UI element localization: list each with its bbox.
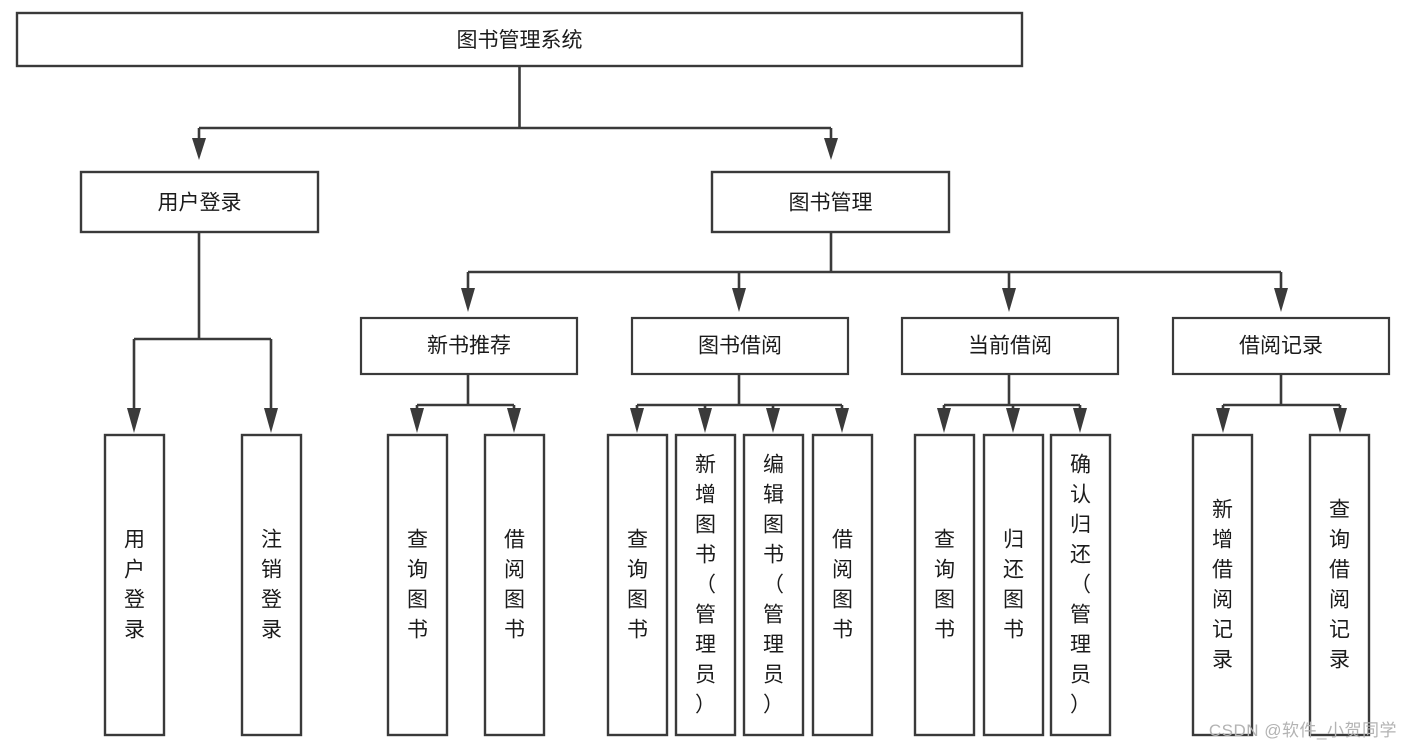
node-leaf-borrow-book-2[interactable]: 借阅图书 (811, 433, 874, 737)
node-leaf-query-book-3-box[interactable] (913, 433, 976, 737)
node-current-borrow[interactable]: 当前借阅 (900, 316, 1120, 376)
node-book-manage-box[interactable] (710, 170, 951, 234)
node-leaf-query-book-2-label: 查询图书 (627, 529, 648, 642)
node-leaf-user-login-label: 用户登录 (124, 529, 145, 642)
node-leaf-add-book-label: 新增图书（管理员） (695, 454, 716, 717)
arrowhead-leaf-query-record (1333, 408, 1347, 433)
node-borrow-record-box[interactable] (1171, 316, 1391, 376)
node-leaf-user-login-box[interactable] (103, 433, 166, 737)
node-borrow-record[interactable]: 借阅记录 (1171, 316, 1391, 376)
node-leaf-query-record[interactable]: 查询借阅记录 (1308, 433, 1371, 737)
node-leaf-add-book[interactable]: 新增图书（管理员） (674, 433, 737, 737)
node-leaf-query-book-3-label: 查询图书 (934, 529, 955, 642)
arrowhead-leaf-user-login (127, 408, 141, 433)
node-leaf-edit-book-label: 编辑图书（管理员） (763, 454, 784, 717)
node-leaf-edit-book[interactable]: 编辑图书（管理员） (742, 433, 805, 737)
node-current-borrow-box[interactable] (900, 316, 1120, 376)
arrowhead-leaf-query-book-3 (937, 408, 951, 433)
node-leaf-borrow-book-1-label: 借阅图书 (504, 529, 525, 642)
node-leaf-add-record-label: 新增借阅记录 (1212, 499, 1233, 672)
arrowhead-leaf-add-book (698, 408, 712, 433)
arrowhead-leaf-edit-book (766, 408, 780, 433)
arrowhead-current-borrow (1002, 288, 1016, 312)
arrowhead-new-book-recommend (461, 288, 475, 312)
node-leaf-confirm-return-box[interactable] (1049, 433, 1112, 737)
node-leaf-logout[interactable]: 注销登录 (240, 433, 303, 737)
node-book-manage-label: 图书管理 (789, 192, 873, 215)
node-leaf-logout-box[interactable] (240, 433, 303, 737)
node-root-box[interactable] (15, 11, 1024, 68)
node-leaf-return-book-label: 归还图书 (1003, 529, 1024, 642)
node-leaf-add-record-box[interactable] (1191, 433, 1254, 737)
node-leaf-edit-book-box[interactable] (742, 433, 805, 737)
csdn-watermark: CSDN @软件_小贺同学 (1208, 721, 1397, 740)
connector-layer (127, 66, 1347, 433)
node-book-borrow-box[interactable] (630, 316, 850, 376)
node-leaf-return-book[interactable]: 归还图书 (982, 433, 1045, 737)
node-new-book-recommend-label: 新书推荐 (427, 335, 511, 358)
arrowhead-leaf-add-record (1216, 408, 1230, 433)
arrowhead-leaf-query-book-1 (410, 408, 424, 433)
node-book-borrow[interactable]: 图书借阅 (630, 316, 850, 376)
node-leaf-borrow-book-1[interactable]: 借阅图书 (483, 433, 546, 737)
node-leaf-return-book-box[interactable] (982, 433, 1045, 737)
node-leaf-query-book-3[interactable]: 查询图书 (913, 433, 976, 737)
arrowhead-leaf-query-book-2 (630, 408, 644, 433)
node-leaf-user-login[interactable]: 用户登录 (103, 433, 166, 737)
node-user-login-box[interactable] (79, 170, 320, 234)
node-leaf-query-book-1-box[interactable] (386, 433, 449, 737)
node-leaf-query-book-2[interactable]: 查询图书 (606, 433, 669, 737)
node-user-login-label: 用户登录 (158, 192, 242, 215)
node-user-login[interactable]: 用户登录 (79, 170, 320, 234)
node-leaf-query-book-1[interactable]: 查询图书 (386, 433, 449, 737)
node-new-book-recommend[interactable]: 新书推荐 (359, 316, 579, 376)
node-book-manage[interactable]: 图书管理 (710, 170, 951, 234)
arrowhead-leaf-return-book (1006, 408, 1020, 433)
node-leaf-query-record-label: 查询借阅记录 (1329, 499, 1350, 672)
node-current-borrow-label: 当前借阅 (968, 335, 1052, 358)
node-borrow-record-label: 借阅记录 (1239, 335, 1323, 358)
node-root[interactable]: 图书管理系统 (15, 11, 1024, 68)
node-leaf-add-record[interactable]: 新增借阅记录 (1191, 433, 1254, 737)
node-leaf-borrow-book-2-box[interactable] (811, 433, 874, 737)
arrowhead-leaf-confirm-return (1073, 408, 1087, 433)
node-root-label: 图书管理系统 (457, 29, 583, 52)
node-book-borrow-label: 图书借阅 (698, 335, 782, 358)
node-leaf-query-book-1-label: 查询图书 (407, 529, 428, 642)
arrowhead-book-borrow (732, 288, 746, 312)
node-leaf-logout-label: 注销登录 (261, 529, 282, 642)
node-leaf-confirm-return[interactable]: 确认归还（管理员） (1049, 433, 1112, 737)
arrowhead-book-manage (824, 138, 838, 160)
arrowhead-leaf-borrow-book-2 (835, 408, 849, 433)
node-leaf-add-book-box[interactable] (674, 433, 737, 737)
node-leaf-query-record-box[interactable] (1308, 433, 1371, 737)
arrowhead-leaf-borrow-book-1 (507, 408, 521, 433)
arrowhead-user-login (192, 138, 206, 160)
node-new-book-recommend-box[interactable] (359, 316, 579, 376)
node-leaf-borrow-book-1-box[interactable] (483, 433, 546, 737)
arrowhead-leaf-logout (264, 408, 278, 433)
node-leaf-query-book-2-box[interactable] (606, 433, 669, 737)
node-leaf-confirm-return-label: 确认归还（管理员） (1070, 454, 1091, 717)
arrowhead-borrow-record (1274, 288, 1288, 312)
leaf-nodes-layer: 用户登录 注销登录 查询图书 借阅图书 查询图书 新增图书（管理员） (103, 433, 1371, 737)
node-leaf-borrow-book-2-label: 借阅图书 (832, 529, 853, 642)
